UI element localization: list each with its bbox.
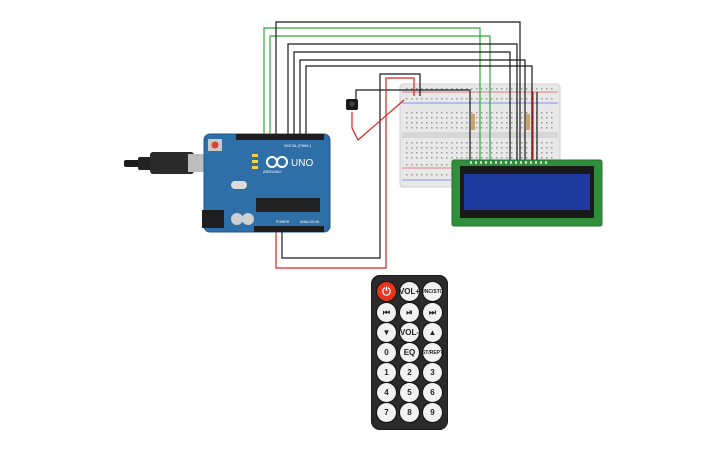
arduino-logo-icon <box>266 156 288 168</box>
red-wire <box>275 77 415 269</box>
remote-nine-button[interactable]: 9 <box>423 403 442 422</box>
analog-pins-label: ANALOG IN <box>300 220 320 224</box>
power-jack <box>202 210 224 228</box>
lcd-module[interactable] <box>451 159 603 227</box>
remote-up-button[interactable]: ▲ <box>423 323 442 342</box>
remote-vol-minus-button[interactable]: VOL- <box>400 323 419 342</box>
remote-eq-button[interactable]: EQ <box>400 343 419 362</box>
black-wire <box>275 21 521 160</box>
lcd-screen <box>464 174 590 210</box>
usb-cable[interactable] <box>124 152 208 174</box>
remote-two-button[interactable]: 2 <box>400 363 419 382</box>
remote-play-pause-button[interactable]: ⏯ <box>400 303 419 322</box>
arduino-board[interactable]: UNO ARDUINO DIGITAL (PWM~) POWER ANALOG … <box>202 133 331 233</box>
green-wire <box>269 35 491 160</box>
remote-prev-button[interactable]: ⏮ <box>377 303 396 322</box>
atmega-chip <box>256 198 320 212</box>
black-wire <box>299 59 526 160</box>
black-wire <box>281 73 421 259</box>
remote-four-button[interactable]: 4 <box>377 383 396 402</box>
remote-three-button[interactable]: 3 <box>423 363 442 382</box>
power-pins-label: POWER <box>276 220 290 224</box>
remote-down-button[interactable]: ▼ <box>377 323 396 342</box>
black-wire <box>287 43 518 160</box>
board-model-label: UNO <box>291 158 313 169</box>
power-analog-header[interactable] <box>254 226 324 232</box>
resistor[interactable] <box>471 114 475 130</box>
digital-header[interactable] <box>236 134 324 140</box>
remote-vol-plus-button[interactable]: VOL+ <box>400 282 419 301</box>
remote-six-button[interactable]: 6 <box>423 383 442 402</box>
remote-power-button[interactable]: ⏻ <box>377 282 396 301</box>
remote-func-stop-button[interactable]: FUNC/STOP <box>423 282 442 301</box>
board-brand-label: ARDUINO <box>263 169 281 174</box>
remote-zero-button[interactable]: 0 <box>377 343 396 362</box>
red-wire <box>351 99 405 141</box>
digital-pins-label: DIGITAL (PWM~) <box>284 144 311 148</box>
ir-receiver[interactable] <box>346 99 358 110</box>
green-wire <box>263 27 481 160</box>
remote-seven-button[interactable]: 7 <box>377 403 396 422</box>
resistor[interactable] <box>526 114 530 130</box>
remote-one-button[interactable]: 1 <box>377 363 396 382</box>
black-wire <box>293 51 511 160</box>
remote-st-rept-button[interactable]: ST/REPT <box>423 343 442 362</box>
remote-next-button[interactable]: ⏭ <box>423 303 442 322</box>
remote-eight-button[interactable]: 8 <box>400 403 419 422</box>
black-wire <box>305 65 533 160</box>
remote-five-button[interactable]: 5 <box>400 383 419 402</box>
